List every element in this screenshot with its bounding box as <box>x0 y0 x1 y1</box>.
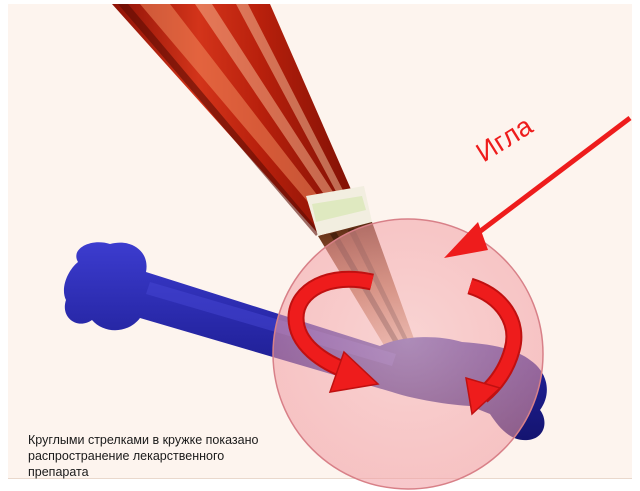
needle-arrow-icon <box>444 118 630 258</box>
figure-caption: Круглыми стрелками в кружке показано рас… <box>28 432 278 480</box>
